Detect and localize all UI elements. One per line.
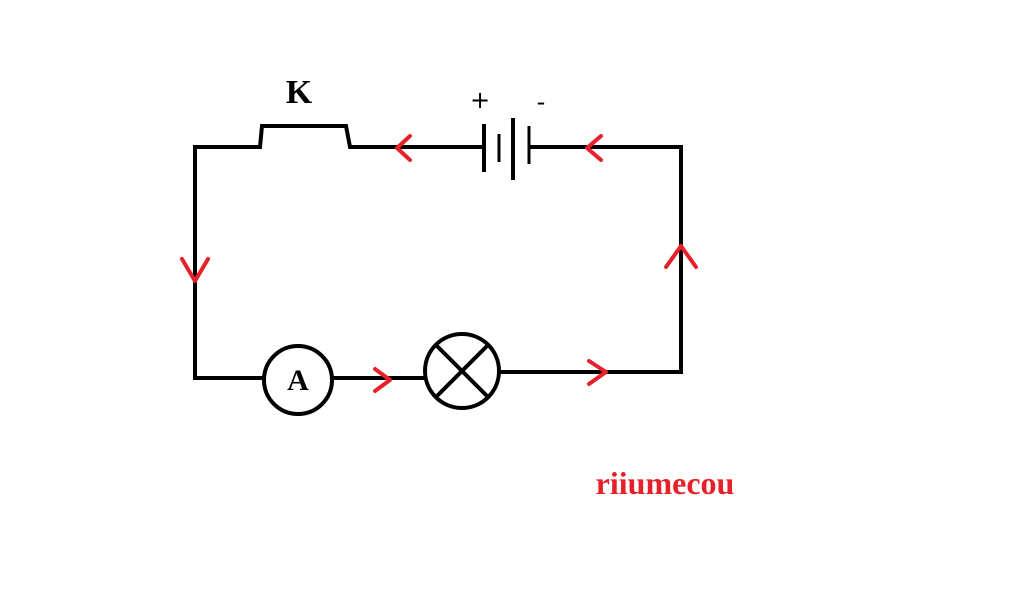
ammeter-circle-icon [262, 344, 334, 416]
arrow-right-bottom-2-icon [587, 359, 608, 386]
arrow-left-top-icon [395, 134, 412, 162]
wire-top-right [528, 145, 683, 374]
arrow-down-left-icon [180, 257, 210, 283]
lamp-cross-icon [423, 332, 501, 410]
ammeter-label: A [287, 364, 309, 397]
arrow-right-bottom-icon [373, 367, 392, 393]
wire-top-left [193, 124, 485, 149]
wires [193, 124, 683, 380]
battery-cell-icon [482, 118, 531, 180]
switch-label: K [286, 74, 313, 111]
arrow-left-top-right-icon [585, 134, 603, 162]
battery-plus-label: + [470, 86, 490, 114]
current-arrows [180, 134, 698, 393]
watermark-text: riiumecou [596, 465, 735, 501]
battery-minus-label: - [537, 88, 546, 116]
arrow-up-right-icon [664, 244, 698, 269]
wire-left [193, 145, 265, 380]
